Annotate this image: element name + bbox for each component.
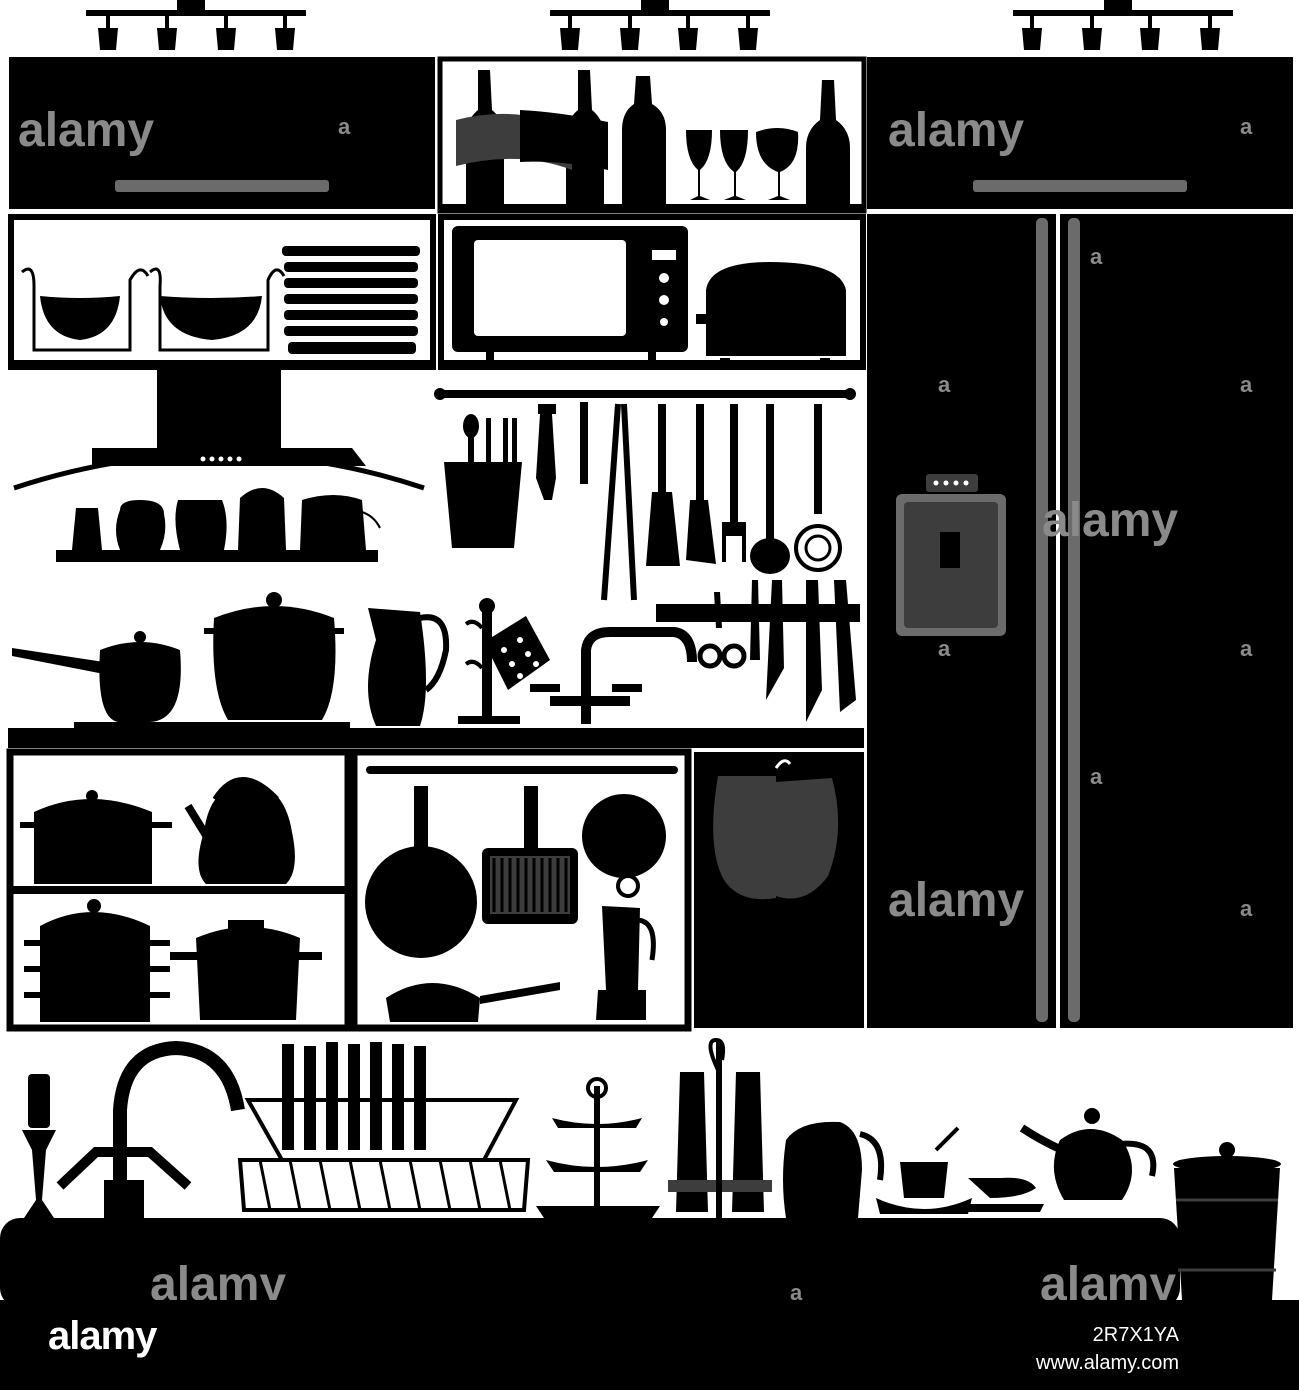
svg-text:a: a: [338, 114, 351, 139]
grill-pan-icon: [482, 786, 578, 924]
bowl-rack-icon: [21, 267, 286, 352]
oven-mitt-icon: [484, 616, 550, 690]
stove-base: [74, 722, 350, 730]
spice-jar-icon: [56, 488, 381, 562]
mitt-cabinet: [694, 752, 864, 1028]
svg-text:alamy: alamy: [888, 104, 1024, 157]
svg-text:alamy: alamy: [18, 104, 154, 157]
utensil-rail-icon: [434, 388, 856, 601]
bucket-icon: [1173, 1142, 1281, 1300]
oil-bottles-icon: [668, 1037, 772, 1220]
svg-text:a: a: [1240, 114, 1253, 139]
cake-stand-icon: [536, 1077, 660, 1218]
wine-bottle-icon: [456, 70, 850, 204]
saucepan-icon: [12, 631, 181, 722]
steamer-pot-icon: [20, 790, 172, 884]
cabinet-icon: [867, 57, 1293, 209]
teacup-icon: [876, 1126, 972, 1214]
range-hood-icon: [13, 370, 425, 491]
gravy-boat-icon: [962, 1177, 1044, 1212]
svg-text:a: a: [1240, 896, 1253, 921]
svg-text:alamy: alamy: [888, 874, 1024, 927]
svg-text:a: a: [1090, 764, 1103, 789]
frying-pan-icon: [365, 786, 477, 958]
pot-cabinet: [6, 748, 352, 1032]
ceiling-spotlight-icon: [1013, 0, 1233, 50]
pan-cabinet: [350, 748, 692, 1032]
svg-text:alamy: alamy: [1042, 494, 1178, 547]
wine-glass-icon: [686, 128, 799, 200]
svg-text:a: a: [1090, 244, 1103, 269]
mug-tree-icon: [458, 598, 520, 724]
faucet-icon: [530, 627, 697, 724]
spatula-icon: [646, 404, 716, 566]
svg-text:a: a: [790, 1280, 803, 1305]
svg-text:a: a: [1240, 372, 1253, 397]
footer-bar: alamy 2R7X1YA www.alamy.com: [0, 1300, 1299, 1390]
faucet-icon: [56, 1040, 245, 1220]
knife-rack-icon: [656, 580, 860, 722]
pitcher-icon: [368, 608, 450, 726]
bowl-shelf: [8, 214, 436, 370]
ceiling-spotlight-icon: [550, 0, 770, 50]
utensil-cup-icon: [444, 414, 522, 548]
blender-icon: [596, 906, 656, 1020]
toaster-icon: [696, 262, 846, 364]
water-dispenser-icon: [896, 474, 1006, 636]
site-url: www.alamy.com: [1036, 1352, 1179, 1374]
ceiling-spotlight-icon: [86, 0, 306, 50]
casserole-icon: [170, 920, 322, 1020]
saucepan-icon: [386, 982, 560, 1022]
dish-rack-icon: [237, 1042, 531, 1212]
appliance-shelf: [438, 214, 866, 370]
wok-icon: [582, 794, 666, 898]
countertop: [8, 728, 864, 748]
cabinet-icon: [9, 57, 435, 209]
candle-icon: [22, 1074, 56, 1218]
wine-shelf: [437, 56, 867, 214]
svg-text:a: a: [938, 636, 951, 661]
kettle-icon: [184, 777, 295, 884]
plate-stack-icon: [282, 246, 420, 354]
stock-pot-icon: [204, 592, 344, 720]
alamy-logo: alamy: [48, 1314, 157, 1358]
jug-icon: [783, 1121, 884, 1218]
tongs-icon: [601, 403, 637, 601]
svg-text:a: a: [1240, 636, 1253, 661]
microwave-icon: [452, 226, 688, 360]
image-id: 2R7X1YA: [1092, 1324, 1179, 1346]
fork-icon: [722, 404, 746, 562]
steamer-pot-icon: [24, 899, 170, 1022]
teapot-icon: [1019, 1108, 1157, 1200]
scissors-icon: [697, 592, 747, 669]
corkscrew-icon: [536, 402, 588, 500]
bottom-counter: [0, 1218, 1180, 1308]
oven-mitt-icon: [713, 759, 839, 900]
svg-text:a: a: [938, 372, 951, 397]
whisk-icon: [794, 404, 842, 572]
refrigerator-icon: [867, 214, 1293, 1028]
ladle-icon: [750, 404, 790, 574]
